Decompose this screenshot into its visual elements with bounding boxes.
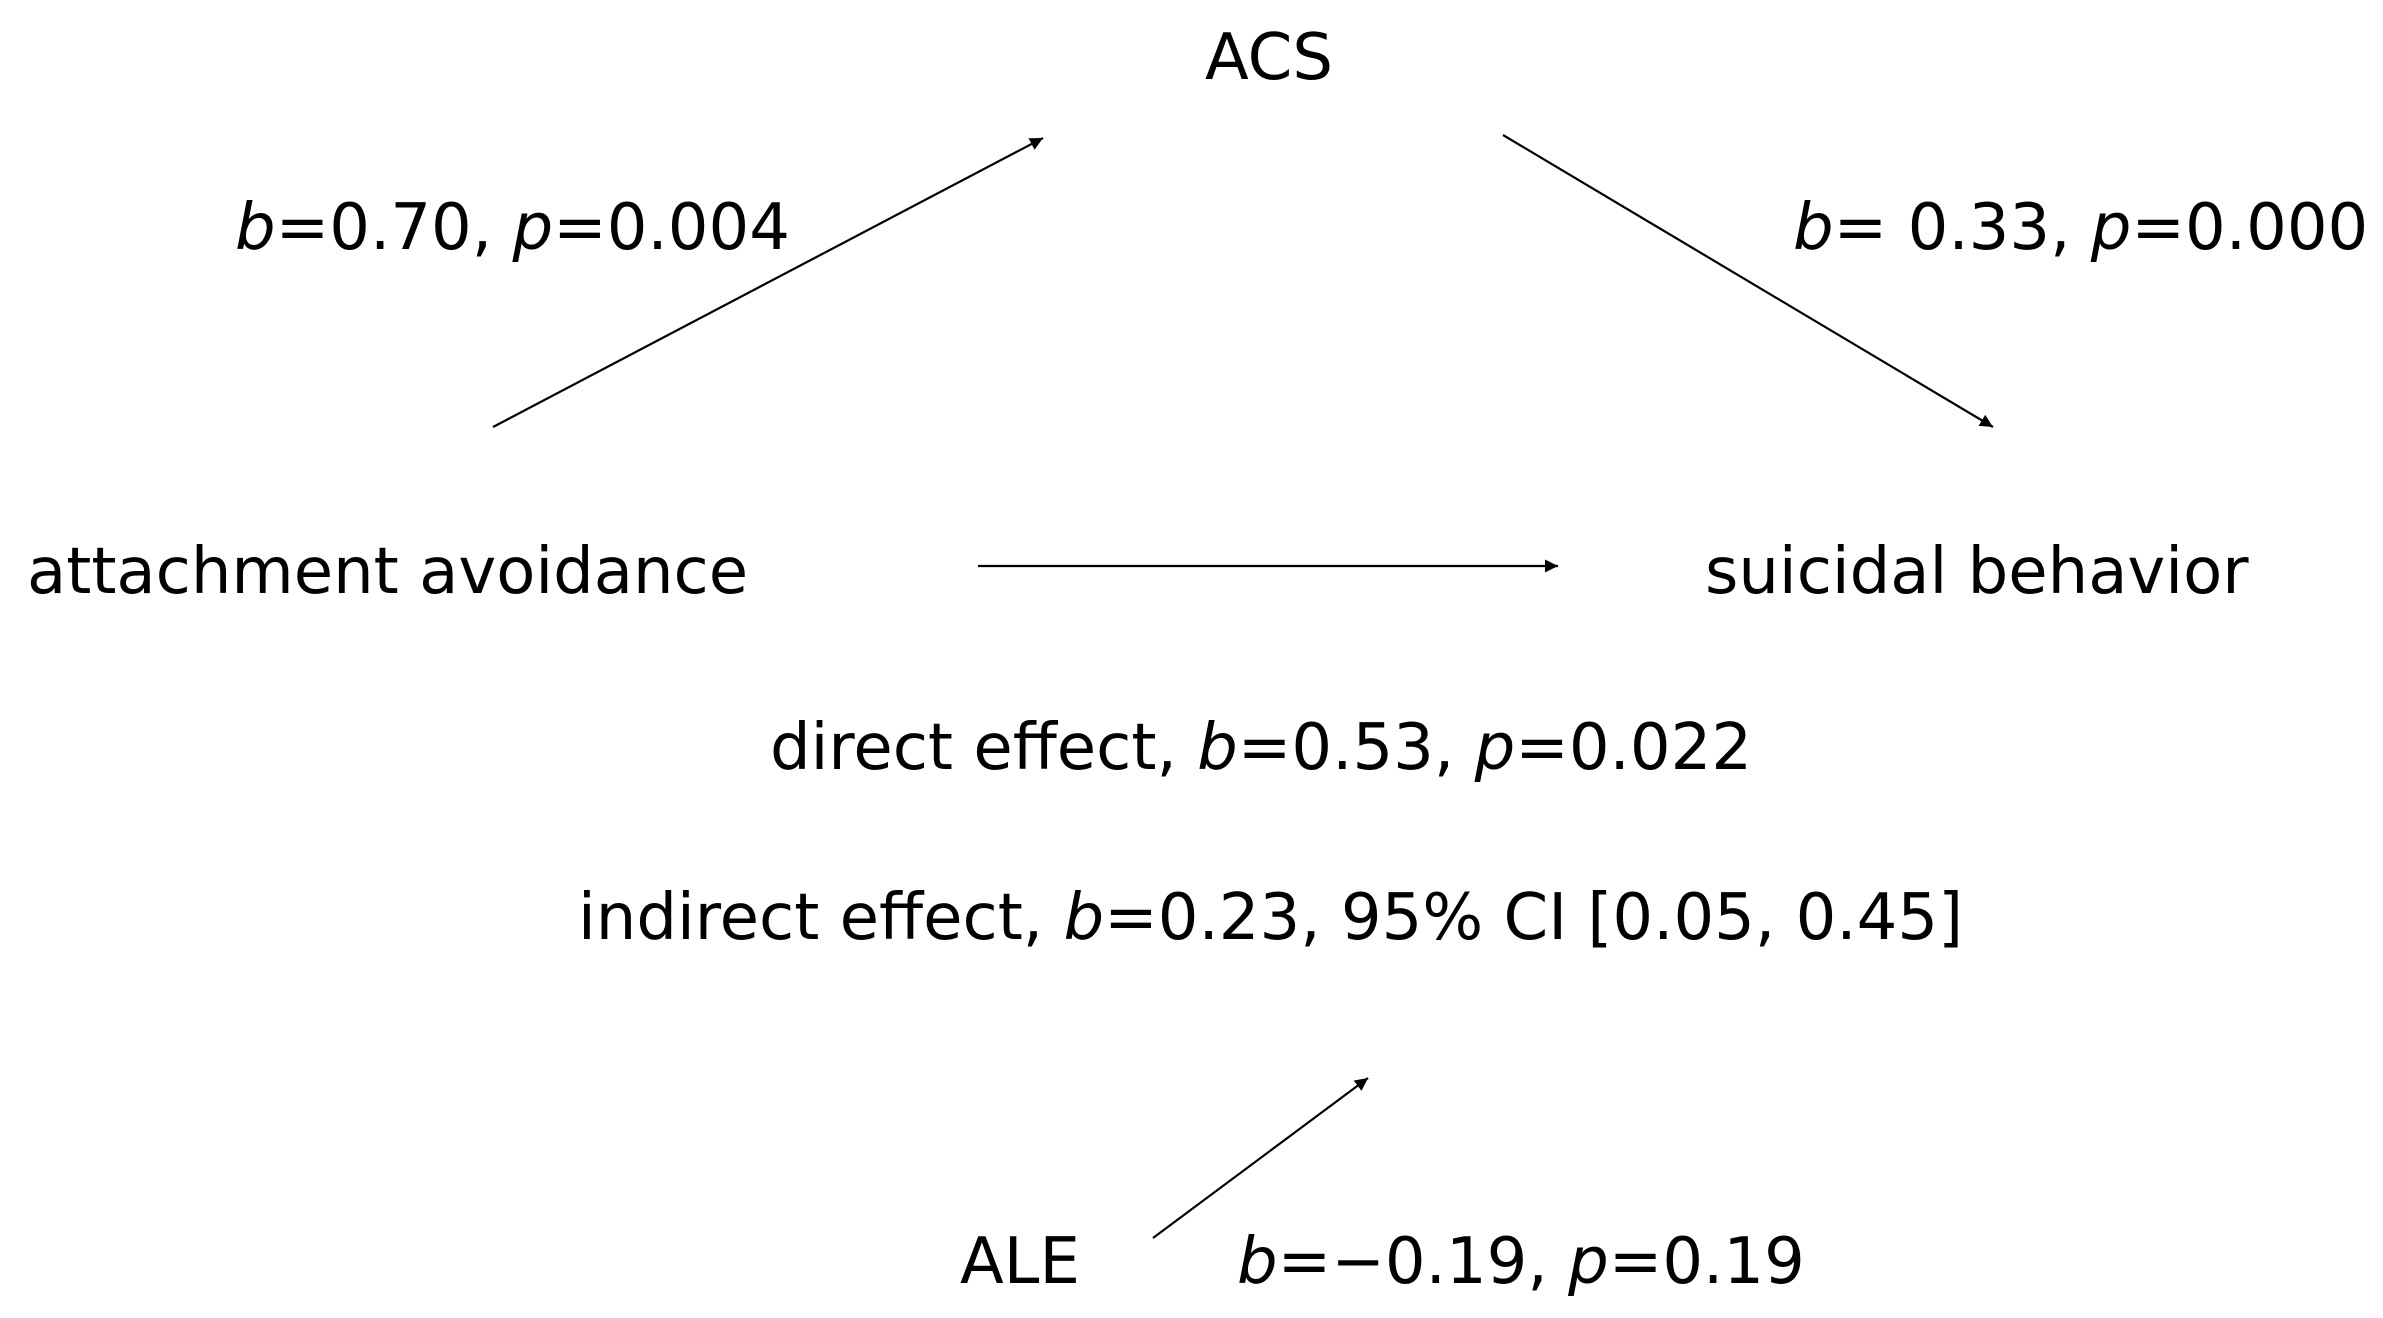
node-moderator: ALE (960, 1225, 1080, 1299)
node-acs: ACS (1205, 21, 1333, 95)
arrow-acs-to-outcome (1502, 134, 1994, 428)
node-outcome: suicidal behavior (1705, 535, 2249, 609)
arrow-moderator-to-indirect (1152, 1077, 1369, 1239)
node-predictor: attachment avoidance (27, 535, 749, 609)
moderation-label: b=−0.19, p=0.19 (1237, 1225, 1805, 1299)
indirect-effect-label: indirect effect, b=0.23, 95% CI [0.05, 0… (578, 881, 1964, 955)
path-a-label: b=0.70, p=0.004 (235, 191, 790, 265)
arrow-predictor-to-acs (492, 137, 1044, 428)
direct-effect-label: direct effect, b=0.53, p=0.022 (770, 711, 1753, 785)
path-b-label: b= 0.33, p=0.000 (1793, 191, 2369, 265)
